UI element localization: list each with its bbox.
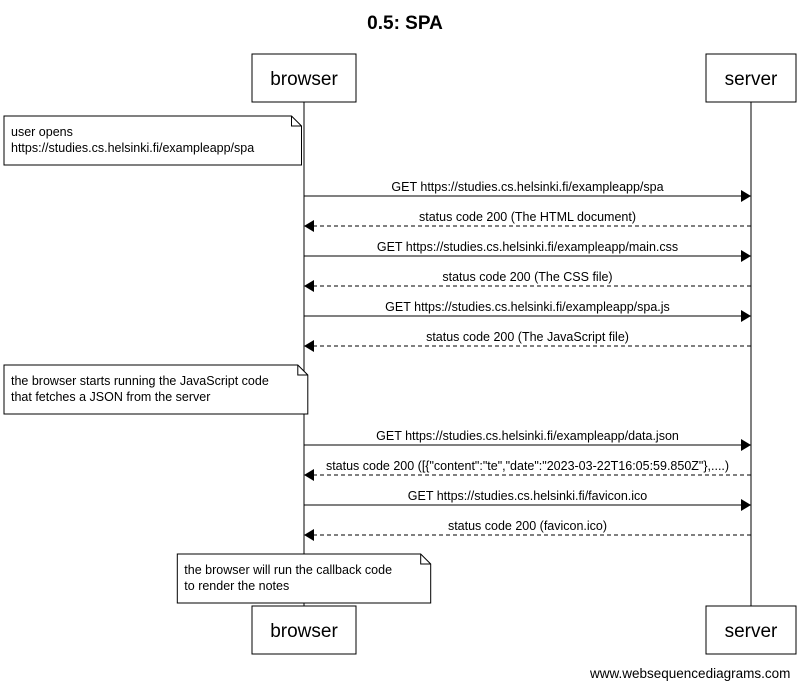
message-label: status code 200 ([{"content":"te","date"… [326, 459, 729, 473]
message-label: GET https://studies.cs.helsinki.fi/examp… [385, 300, 670, 314]
actor-label-server-bottom: server [725, 621, 778, 642]
actor-box-server-top [705, 53, 797, 103]
note-box [176, 553, 432, 604]
note-line: the browser will run the callback code [184, 563, 392, 577]
note-line: user opens [11, 125, 73, 139]
message-label: status code 200 (favicon.ico) [448, 519, 607, 533]
actor-label-browser-top: browser [270, 69, 338, 90]
note-fold [297, 365, 308, 376]
actor-label-browser-bottom: browser [270, 621, 338, 642]
actor-box-browser-top [251, 53, 357, 103]
note-line: to render the notes [184, 579, 289, 593]
message-label: GET https://studies.cs.helsinki.fi/examp… [391, 180, 663, 194]
note-fold [420, 554, 431, 565]
note-line: that fetches a JSON from the server [11, 390, 210, 404]
message-label: status code 200 (The HTML document) [419, 210, 636, 224]
note-line: the browser starts running the JavaScrip… [11, 374, 269, 388]
note-line: https://studies.cs.helsinki.fi/exampleap… [11, 141, 254, 155]
diagram-title: 0.5: SPA [367, 13, 443, 34]
message-label: status code 200 (The JavaScript file) [426, 330, 629, 344]
note-box [3, 115, 302, 166]
actor-box-server-bottom [705, 605, 797, 655]
credit-text: www.websequencediagrams.com [590, 666, 791, 681]
note-box [3, 364, 309, 415]
message-label: GET https://studies.cs.helsinki.fi/examp… [377, 240, 678, 254]
message-label: GET https://studies.cs.helsinki.fi/favic… [408, 489, 648, 503]
actor-box-browser-bottom [251, 605, 357, 655]
actor-label-server-top: server [725, 69, 778, 90]
message-label: GET https://studies.cs.helsinki.fi/examp… [376, 429, 679, 443]
message-label: status code 200 (The CSS file) [442, 270, 612, 284]
note-fold [291, 116, 302, 127]
